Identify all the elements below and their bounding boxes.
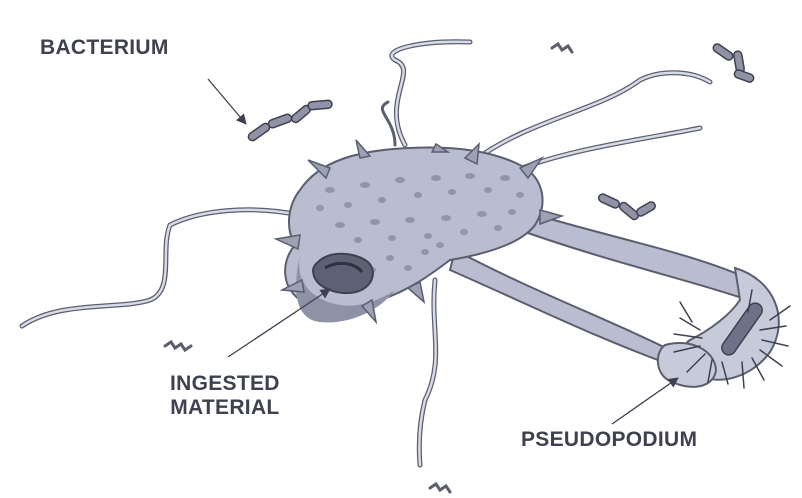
ingested-label-line2: MATERIAL — [170, 396, 280, 420]
bacterium-pointer — [208, 79, 246, 124]
bacterium-label: BACTERIUM — [40, 36, 169, 60]
ingested-pointer — [228, 289, 330, 357]
bacterium-chain-main — [247, 100, 332, 142]
pseudopodium-pointer — [612, 378, 678, 424]
pseudopodium-label: PSEUDOPODIUM — [521, 428, 697, 452]
bacterium-chain-topright — [712, 42, 755, 83]
ingested-material-label: INGESTED MATERIAL — [170, 372, 280, 420]
bacterium-chain-right — [597, 193, 656, 221]
ingested-vacuole — [313, 254, 373, 293]
ingested-label-line1: INGESTED — [170, 372, 280, 396]
